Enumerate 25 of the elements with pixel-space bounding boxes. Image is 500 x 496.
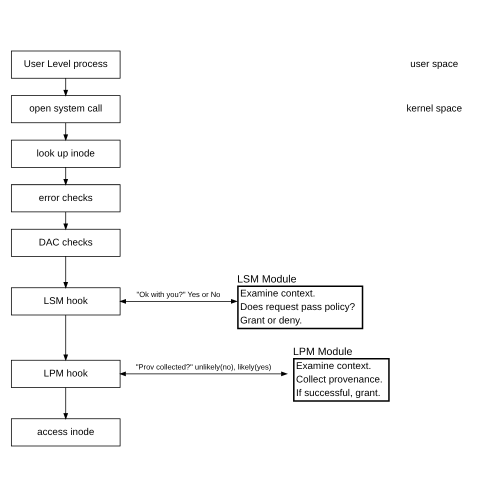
node-box: DAC checks [10,228,120,256]
node-box: LSM hook [10,286,120,315]
label: kernel space [406,103,462,114]
node-label: LSM Module [237,273,296,286]
arrow [63,314,68,361]
node-box: error checks [10,184,120,212]
arrow [119,298,238,304]
arrow [63,386,68,420]
label: user space [410,58,458,70]
node-box: Examine context. Collect provenance. If successful, grant. [293,358,390,402]
arrow [119,370,288,376]
arrow [63,77,68,96]
edge-label: "Ok with you?" Yes or No [136,289,220,298]
arrow [63,166,68,186]
node-box: access inode [10,418,120,446]
node-box: open system call [10,94,120,123]
node-box: LPM hook [10,359,120,388]
node-box: Examine context. Does request pass policy? Grant or deny. [237,285,364,329]
arrow [63,256,68,288]
arrow [63,211,68,230]
node-label: LPM Module [293,346,352,358]
node-box: User Level process [10,50,120,78]
node-box: look up inode [10,139,120,168]
edge-label: "Prov collected?" unlikely(no), likely(yes) [136,362,272,371]
arrow [63,122,68,141]
